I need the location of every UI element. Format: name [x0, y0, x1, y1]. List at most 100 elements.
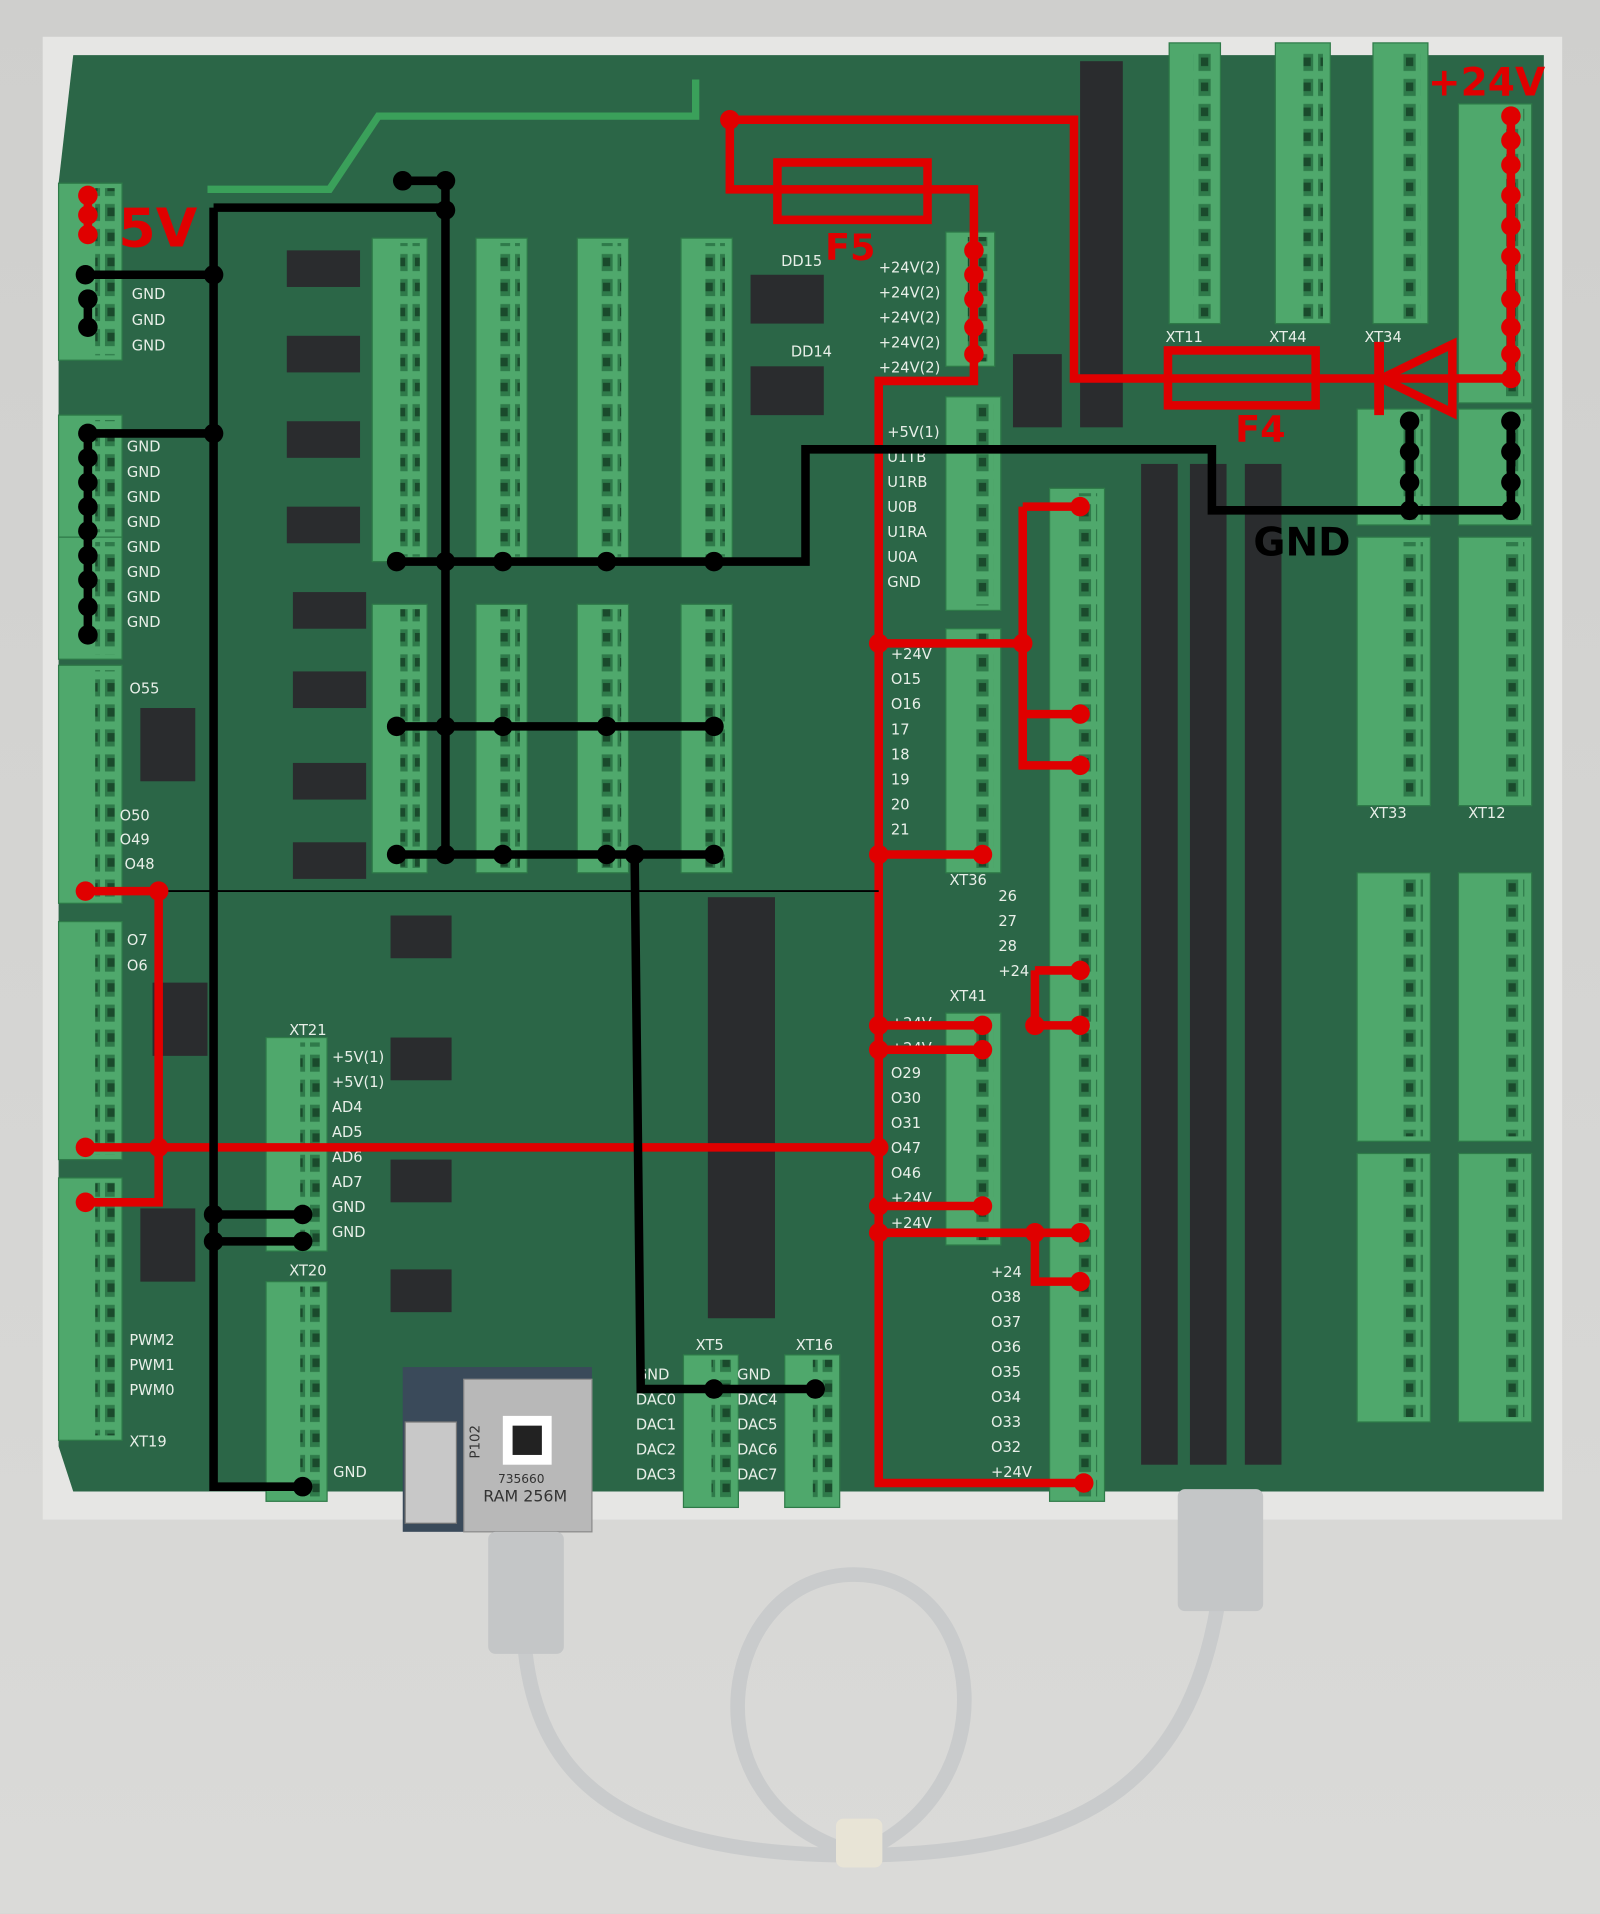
pin-label: O36	[991, 1339, 1021, 1356]
ic-chip	[292, 671, 367, 709]
ground-junction-dot	[78, 472, 98, 493]
ic-chip	[286, 335, 361, 373]
ground-junction-dot	[78, 521, 98, 541]
ground-junction-dot	[435, 551, 456, 572]
pin-label: DAC7	[737, 1466, 777, 1483]
ground-junction-dot	[435, 171, 456, 191]
ground-junction-dot	[386, 716, 407, 737]
power-junction-dot	[1025, 1015, 1045, 1036]
terminal-block	[475, 603, 528, 874]
ic-chip	[292, 762, 367, 800]
pin-label: GND	[887, 574, 921, 591]
ground-junction-dot	[78, 596, 98, 617]
power-junction-dot	[868, 1015, 889, 1036]
pin-label: GND	[333, 1464, 367, 1481]
pin-label: +24V(2)	[879, 259, 941, 276]
terminal-block	[57, 920, 123, 1161]
pin-label: 21	[891, 821, 910, 838]
ic-chip	[390, 1159, 452, 1203]
ground-junction-dot	[1501, 500, 1521, 521]
power-junction-dot	[1501, 106, 1521, 126]
power-junction-dot	[1501, 130, 1521, 151]
ground-junction-dot	[624, 844, 645, 865]
terminal-block	[1168, 42, 1222, 325]
terminal-block	[576, 603, 630, 874]
pin-label: O32	[991, 1439, 1021, 1456]
terminal-block	[1457, 1152, 1533, 1423]
power-junction-dot	[78, 224, 98, 245]
terminal-block	[1372, 42, 1429, 325]
terminal-block	[1048, 487, 1106, 1502]
terminal-block	[1457, 872, 1533, 1142]
pin-label: O47	[891, 1140, 921, 1157]
pin-label: O55	[129, 680, 159, 697]
power-junction-dot	[1501, 344, 1521, 364]
power-junction-dot	[1012, 633, 1033, 654]
ground-junction-dot	[704, 1379, 724, 1399]
ground-junction-dot	[78, 448, 98, 468]
power-junction-dot	[1501, 216, 1521, 236]
ground-junction-dot	[78, 317, 98, 338]
terminal-block	[784, 1354, 841, 1509]
terminal-block	[57, 664, 123, 904]
power-junction-dot	[964, 289, 984, 309]
ground-junction-dot	[1399, 472, 1420, 493]
cable-tie	[836, 1818, 883, 1868]
ic-chip	[1141, 463, 1178, 1465]
pin-label: O50	[120, 807, 150, 824]
ic-chip	[286, 250, 361, 287]
power-junction-dot	[78, 185, 98, 206]
pin-label: GND	[127, 564, 161, 581]
pin-label: O49	[120, 832, 150, 849]
connector-label: XT16	[796, 1337, 833, 1354]
terminal-block	[1274, 42, 1331, 325]
pin-label: +24V(2)	[879, 334, 941, 351]
ground-junction-dot	[435, 716, 456, 737]
ground-junction-dot	[704, 716, 724, 737]
ground-junction-dot	[78, 570, 98, 590]
pin-label: PWM2	[129, 1332, 174, 1349]
pin-label: 19	[891, 771, 910, 788]
power-junction-dot	[148, 1137, 169, 1158]
ground-junction-dot	[75, 265, 96, 285]
pin-label: GND	[332, 1224, 366, 1241]
ic-chip	[390, 1269, 452, 1313]
ground-junction-dot	[292, 1204, 313, 1225]
pin-label: DAC3	[636, 1466, 676, 1483]
power-junction-dot	[1070, 1223, 1090, 1243]
ground-junction-dot	[704, 551, 724, 572]
label-gnd: GND	[1253, 520, 1350, 565]
pin-label: 20	[891, 796, 910, 813]
pin-label: GND	[127, 614, 161, 631]
pin-label: O6	[127, 957, 148, 974]
pin-label: O7	[127, 932, 148, 949]
pin-label: 18	[891, 746, 910, 763]
power-junction-dot	[1025, 1223, 1045, 1243]
pin-label: O15	[891, 671, 921, 688]
pin-label: O16	[891, 696, 921, 713]
power-junction-dot	[1070, 496, 1090, 517]
ground-junction-dot	[1501, 472, 1521, 493]
terminal-block	[371, 603, 428, 874]
power-junction-dot	[1070, 1271, 1090, 1292]
pin-label: DAC0	[636, 1391, 676, 1408]
ground-junction-dot	[493, 716, 513, 737]
ground-junction-dot	[392, 171, 413, 191]
ground-junction-dot	[386, 551, 407, 572]
pin-label: O33	[991, 1414, 1021, 1431]
connector-label: XT20	[289, 1263, 326, 1280]
connector-label: XT11	[1166, 329, 1203, 346]
ground-junction-dot	[704, 844, 724, 865]
ground-junction-dot	[805, 1379, 826, 1399]
ground-junction-dot	[435, 844, 456, 865]
connector-label: XT19	[129, 1433, 166, 1450]
ground-junction-dot	[203, 265, 224, 285]
pin-label: 27	[998, 913, 1017, 930]
power-junction-dot	[964, 344, 984, 364]
pin-label: GND	[737, 1366, 771, 1383]
pin-label: GND	[132, 312, 166, 329]
usb-port[interactable]	[404, 1421, 458, 1524]
power-junction-dot	[720, 110, 740, 130]
pin-label: +24V(2)	[879, 284, 941, 301]
ground-junction-dot	[1501, 411, 1521, 431]
